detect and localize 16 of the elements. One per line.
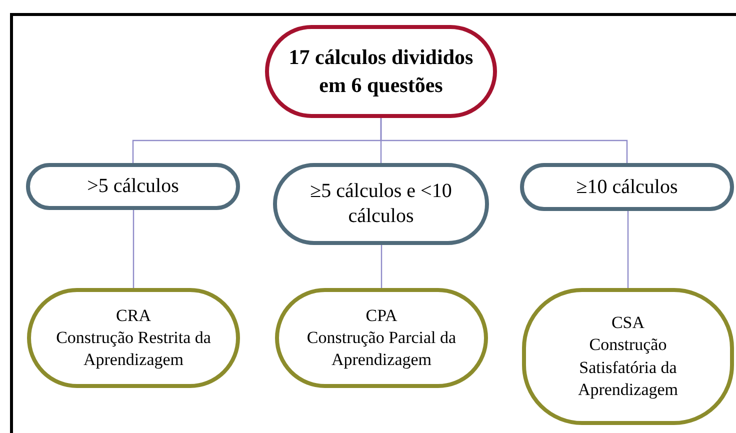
node-text: Construção Restrita da Aprendizagem — [55, 326, 212, 372]
connector-line — [132, 210, 134, 288]
node-text: ≥5 cálculos e <10 cálculos — [309, 179, 453, 229]
connector-line — [627, 211, 629, 288]
node-heading: CPA — [366, 304, 398, 327]
node-text: >5 cálculos — [87, 174, 179, 199]
connector-line — [380, 245, 382, 288]
node-heading: CRA — [116, 304, 151, 327]
node-text: Construção Satisfatória da Aprendizagem — [576, 334, 680, 401]
node-text: 17 cálculos divididos em 6 questões — [288, 44, 474, 98]
range-node — [520, 163, 734, 211]
node-text: ≥10 cálculos — [576, 174, 678, 200]
range-node — [26, 163, 240, 210]
node-heading: CSA — [611, 312, 645, 334]
node-text: Construção Parcial da Aprendizagem — [306, 326, 458, 372]
connector-line — [380, 118, 628, 163]
